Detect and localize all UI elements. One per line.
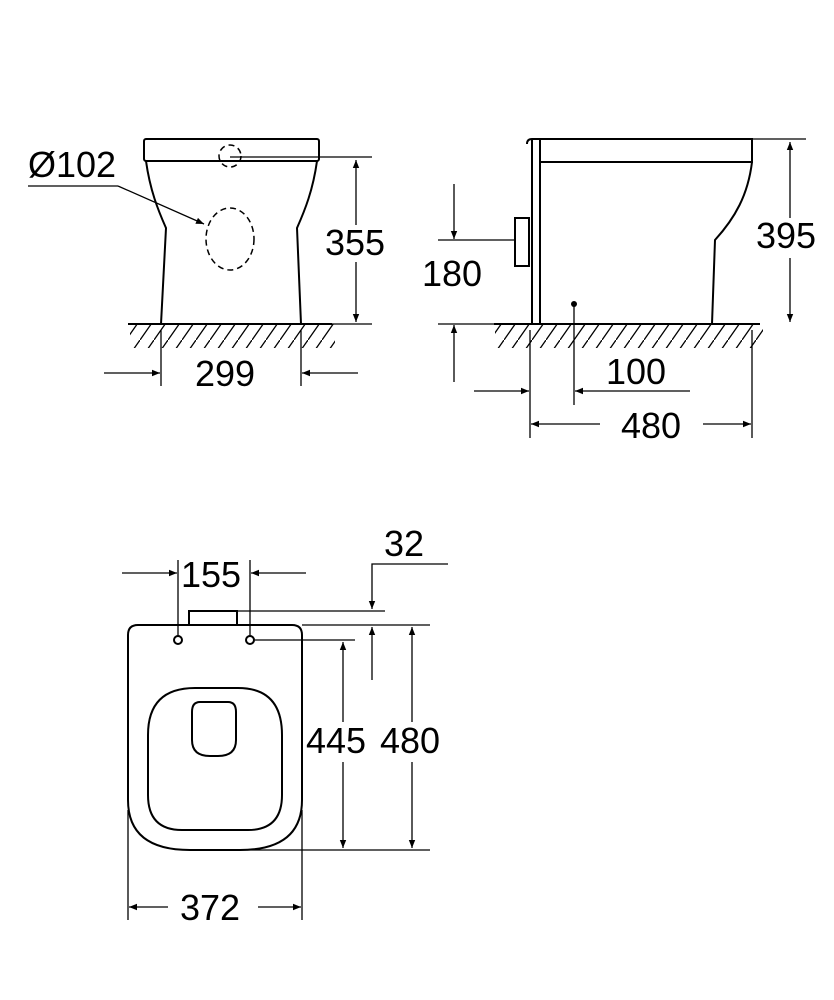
seat-lid: [143, 138, 320, 162]
offset-100-label: 100: [606, 351, 666, 392]
length-480-label: 480: [380, 720, 440, 761]
seat-length-445-label: 445: [306, 720, 366, 761]
front-view: 355 Ø102 299: [28, 138, 385, 394]
side-view: 180 395 100 480: [422, 138, 816, 446]
width-299-label: 299: [195, 353, 255, 394]
inlet-height-180-label: 180: [422, 253, 482, 294]
inlet-hidden: [218, 144, 242, 168]
lid-inner: [191, 701, 237, 757]
height-355-label: 355: [325, 222, 385, 263]
bowl-outline: [145, 160, 318, 325]
side-outline: [526, 138, 753, 325]
width-372-label: 372: [180, 887, 240, 928]
seat-outline: [127, 624, 303, 851]
depth-480-label: 480: [621, 405, 681, 446]
hinge-offset-32-label: 32: [384, 523, 424, 564]
hinge-block: [188, 610, 238, 626]
height-395-label: 395: [756, 215, 816, 256]
seat-opening: [147, 687, 283, 831]
inlet-pipe: [514, 217, 530, 267]
floor-hatch: [495, 324, 763, 348]
outlet-hidden: [205, 207, 255, 271]
top-view: 155 32 445 480 372: [122, 523, 448, 928]
hinge-hole-right: [245, 635, 255, 645]
hinge-spacing-155-label: 155: [181, 554, 241, 595]
hinge-hole-left: [173, 635, 183, 645]
outlet-diameter-label: Ø102: [28, 144, 116, 185]
